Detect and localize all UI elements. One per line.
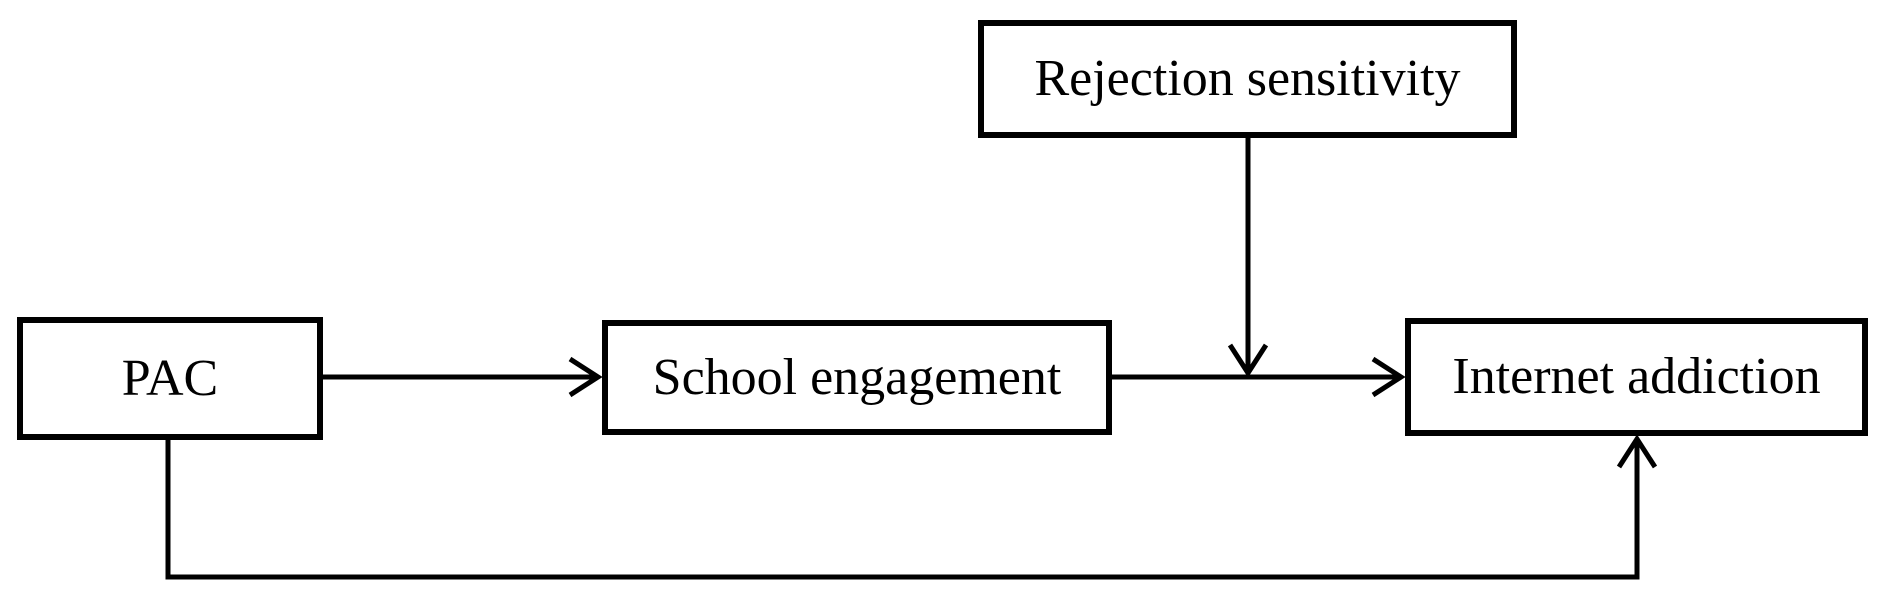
- node-rejection-sensitivity-label: Rejection sensitivity: [1034, 50, 1461, 107]
- node-pac: PAC: [17, 317, 323, 440]
- node-internet-addiction-label: Internet addiction: [1452, 348, 1821, 405]
- node-pac-label: PAC: [121, 349, 219, 407]
- node-school-engagement-label: School engagement: [652, 348, 1062, 406]
- node-rejection-sensitivity: Rejection sensitivity: [978, 20, 1517, 138]
- node-school-engagement: School engagement: [602, 320, 1112, 435]
- node-internet-addiction: Internet addiction: [1405, 318, 1868, 436]
- edge-pac-to-internet-addiction-direct: [165, 434, 1658, 580]
